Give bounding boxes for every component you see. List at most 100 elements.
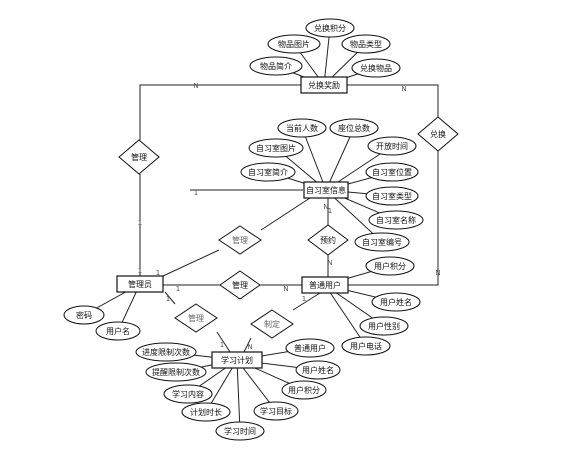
attribute-r3: 物品类型 — [341, 34, 391, 54]
relationship-rel_manage_plan: 管理 — [174, 303, 218, 333]
relationship-link-3 — [348, 151, 439, 286]
attribute-s2: 座位总数 — [329, 118, 379, 138]
attribute-label: 用户姓名 — [380, 297, 412, 307]
entity-room: 自习室信息 — [303, 181, 349, 199]
attribute-r5: 兑换物品 — [351, 58, 401, 78]
attribute-p1: 普通用户 — [285, 338, 335, 358]
relationship-link-1 — [139, 84, 301, 140]
cardinality-12: 1 — [302, 295, 306, 303]
attribute-label: 物品图片 — [278, 39, 310, 49]
attribute-label: 用户名 — [106, 326, 130, 336]
attribute-u4: 用户电话 — [341, 336, 391, 356]
attribute-shape — [365, 162, 419, 182]
relationship-shape — [250, 309, 294, 339]
attribute-shape — [249, 56, 303, 76]
attribute-label: 自习室名称 — [376, 215, 416, 225]
relationship-label: 管理 — [131, 152, 147, 162]
attribute-shape — [305, 18, 355, 38]
attribute-label: 自习室类型 — [372, 191, 412, 201]
attribute-label: 用户积分 — [288, 385, 320, 395]
relationship-rel_exchange: 兑换 — [417, 116, 459, 152]
attribute-label: 自习室编号 — [362, 237, 402, 247]
attribute-label: 计划时长 — [190, 407, 222, 417]
cardinality-11: 1 — [220, 341, 224, 349]
relationship-rel_manage_user: 管理 — [219, 270, 261, 300]
attribute-shape — [63, 305, 105, 325]
relationship-rel_manage_room: 管理 — [218, 225, 262, 255]
relationship-label: 兑换 — [430, 129, 446, 139]
attribute-s5: 自习室简介 — [240, 162, 296, 182]
entity-shape — [116, 275, 164, 293]
attribute-shape — [95, 321, 141, 341]
relationship-link-5 — [162, 249, 220, 277]
relationship-shape — [417, 116, 459, 152]
attribute-s9: 自习室编号 — [354, 232, 410, 252]
entity-shape — [301, 276, 349, 294]
entity-shape — [211, 351, 263, 369]
attribute-shape — [267, 34, 321, 54]
cardinality-13: N — [247, 343, 252, 351]
attribute-label: 用户积分 — [374, 261, 406, 271]
cardinality-10: 1 — [166, 295, 170, 303]
relationship-shape — [219, 270, 261, 300]
attribute-s4: 开放时间 — [367, 136, 417, 156]
attribute-shape — [277, 118, 327, 138]
relationship-link-2 — [347, 84, 439, 117]
attribute-shape — [359, 316, 409, 336]
cardinality-0: N — [193, 82, 198, 90]
attribute-shape — [365, 186, 419, 206]
attribute-shape — [240, 162, 296, 182]
entity-user: 普通用户 — [301, 276, 349, 294]
attribute-label: 学习目标 — [260, 406, 292, 416]
attribute-label: 自习室位置 — [372, 167, 412, 177]
attribute-shape — [365, 256, 415, 276]
relationship-shape — [307, 224, 349, 256]
attribute-s3: 自习室图片 — [248, 138, 304, 158]
attribute-label: 用户姓名 — [302, 365, 334, 375]
attribute-u3: 用户性别 — [359, 316, 409, 336]
attribute-p7: 计划时长 — [181, 402, 231, 422]
cardinality-4: 1 — [156, 269, 160, 277]
attribute-s7: 自习室类型 — [365, 186, 419, 206]
entity-shape — [303, 181, 349, 199]
attribute-shape — [215, 421, 265, 441]
relationship-shape — [118, 139, 160, 175]
attribute-u2: 用户姓名 — [371, 292, 421, 312]
attribute-u1: 用户积分 — [365, 256, 415, 276]
attribute-shape — [368, 210, 424, 230]
relationship-label: 管理 — [232, 235, 248, 245]
attribute-link-p9 — [236, 359, 241, 432]
entity-label: 自习室信息 — [306, 185, 346, 195]
attribute-shape — [329, 118, 379, 138]
attribute-link-s1 — [301, 127, 327, 191]
attribute-s1: 当前人数 — [277, 118, 327, 138]
entity-reward: 兑换奖励 — [300, 76, 348, 94]
attribute-p8: 学习目标 — [253, 401, 299, 421]
attribute-s6: 自习室位置 — [365, 162, 419, 182]
entity-label: 普通用户 — [309, 280, 341, 290]
attribute-a1: 密码 — [63, 305, 105, 325]
entity-label: 管理员 — [128, 279, 152, 289]
attribute-label: 用户电话 — [350, 341, 382, 351]
relationship-link-13 — [292, 292, 321, 311]
attribute-shape — [135, 342, 197, 362]
attribute-shape — [163, 384, 213, 404]
relationship-link-12 — [216, 331, 231, 353]
attribute-label: 用户性别 — [368, 321, 400, 331]
cardinality-8: 1 — [176, 285, 180, 293]
attribute-label: 当前人数 — [286, 123, 318, 133]
entity-label: 学习计划 — [221, 355, 253, 365]
attribute-label: 自习室图片 — [256, 143, 296, 153]
attribute-link-r1 — [323, 27, 331, 86]
attribute-shape — [341, 34, 391, 54]
attribute-p5: 学习内容 — [163, 384, 213, 404]
attribute-p6: 用户积分 — [281, 380, 327, 400]
attribute-label: 密码 — [76, 310, 92, 320]
relationship-label: 制定 — [264, 319, 280, 329]
attribute-label: 物品简介 — [260, 61, 292, 71]
attribute-label: 兑换积分 — [314, 23, 346, 33]
relationship-rel_make_plan: 制定 — [250, 309, 294, 339]
attribute-shape — [354, 232, 410, 252]
attribute-p2: 进度限制次数 — [135, 342, 197, 362]
